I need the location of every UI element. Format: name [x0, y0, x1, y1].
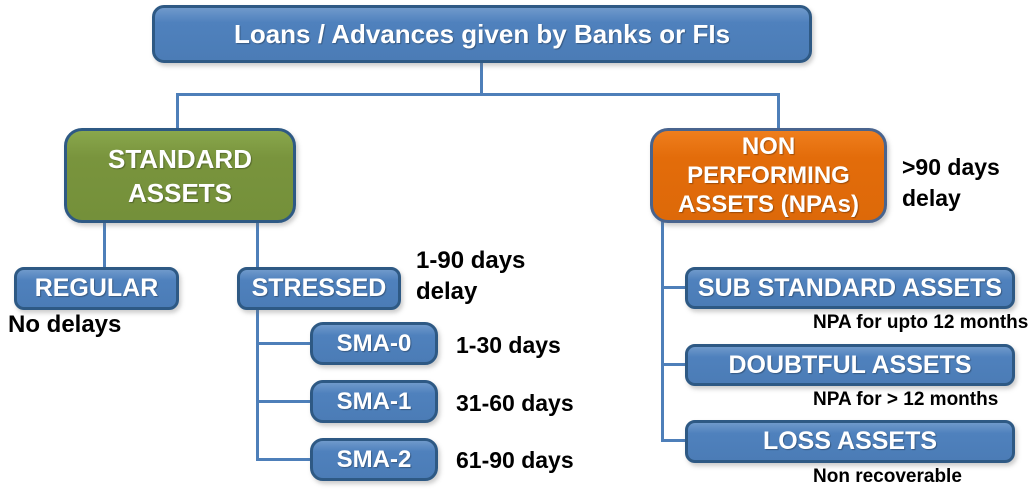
connector-substandard-branch	[661, 286, 685, 289]
standard-assets-label-line2: ASSETS	[127, 177, 233, 208]
doubtful-assets-node: DOUBTFUL ASSETS	[685, 344, 1015, 386]
sma0-delay-note: 1-30 days	[456, 332, 561, 358]
connector-sma2-branch	[256, 458, 310, 461]
loss-recoverability-note: Non recoverable	[813, 466, 962, 487]
root-node-label: Loans / Advances given by Banks or FIs	[233, 18, 731, 49]
connector-sma1-branch	[256, 400, 310, 403]
stressed-node: STRESSED	[237, 267, 401, 310]
sma1-delay-note: 31-60 days	[456, 390, 574, 416]
connector-loss-branch	[661, 439, 685, 442]
connector-sma-trunk	[256, 309, 259, 461]
root-node-loans-advances: Loans / Advances given by Banks or FIs	[152, 5, 812, 63]
sub-standard-assets-node: SUB STANDARD ASSETS	[685, 267, 1015, 309]
npa-label-line3: ASSETS (NPAs)	[678, 191, 859, 218]
sma1-node: SMA-1	[310, 380, 438, 423]
sub-standard-duration-note: NPA for upto 12 months	[813, 312, 1029, 333]
connector-stressed-vertical	[256, 221, 259, 268]
regular-delay-note: No delays	[8, 311, 122, 338]
sma0-label: SMA-0	[336, 329, 412, 357]
stressed-label: STRESSED	[251, 274, 387, 302]
sub-standard-assets-label: SUB STANDARD ASSETS	[697, 273, 1003, 302]
regular-node: REGULAR	[14, 267, 179, 310]
connector-npa-trunk	[661, 221, 664, 442]
standard-assets-label-line1: STANDARD	[108, 143, 252, 174]
npa-delay-note: >90 days delay	[902, 152, 1000, 214]
doubtful-assets-label: DOUBTFUL ASSETS	[728, 350, 972, 379]
connector-npa-vertical	[777, 93, 780, 129]
connector-sma0-branch	[256, 342, 310, 345]
connector-standard-vertical	[176, 93, 179, 129]
non-performing-assets-node: NON PERFORMING ASSETS (NPAs)	[650, 128, 887, 223]
sma1-label: SMA-1	[336, 387, 412, 415]
connector-main-horizontal	[176, 93, 780, 96]
loss-assets-label: LOSS ASSETS	[762, 427, 938, 455]
stressed-delay-note-line2: delay	[416, 278, 478, 305]
connector-root-vertical	[480, 63, 483, 95]
npa-label-line2: PERFORMING	[687, 162, 850, 189]
standard-assets-node: STANDARD ASSETS	[64, 128, 296, 223]
sma2-delay-note: 61-90 days	[456, 447, 574, 473]
connector-doubtful-branch	[661, 363, 685, 366]
doubtful-duration-note: NPA for > 12 months	[813, 389, 999, 410]
sma2-node: SMA-2	[310, 438, 438, 481]
sma2-label: SMA-2	[336, 445, 412, 473]
sma0-node: SMA-0	[310, 322, 438, 365]
stressed-delay-note-line1: 1-90 days	[416, 247, 526, 274]
regular-label: REGULAR	[34, 274, 159, 302]
npa-delay-note-line1: >90 days	[902, 154, 1000, 180]
stressed-delay-note: 1-90 days delay	[416, 245, 525, 307]
loss-assets-node: LOSS ASSETS	[685, 420, 1015, 463]
npa-label-line1: NON	[741, 133, 796, 160]
npa-delay-note-line2: delay	[902, 185, 961, 211]
connector-regular-vertical	[103, 221, 106, 268]
